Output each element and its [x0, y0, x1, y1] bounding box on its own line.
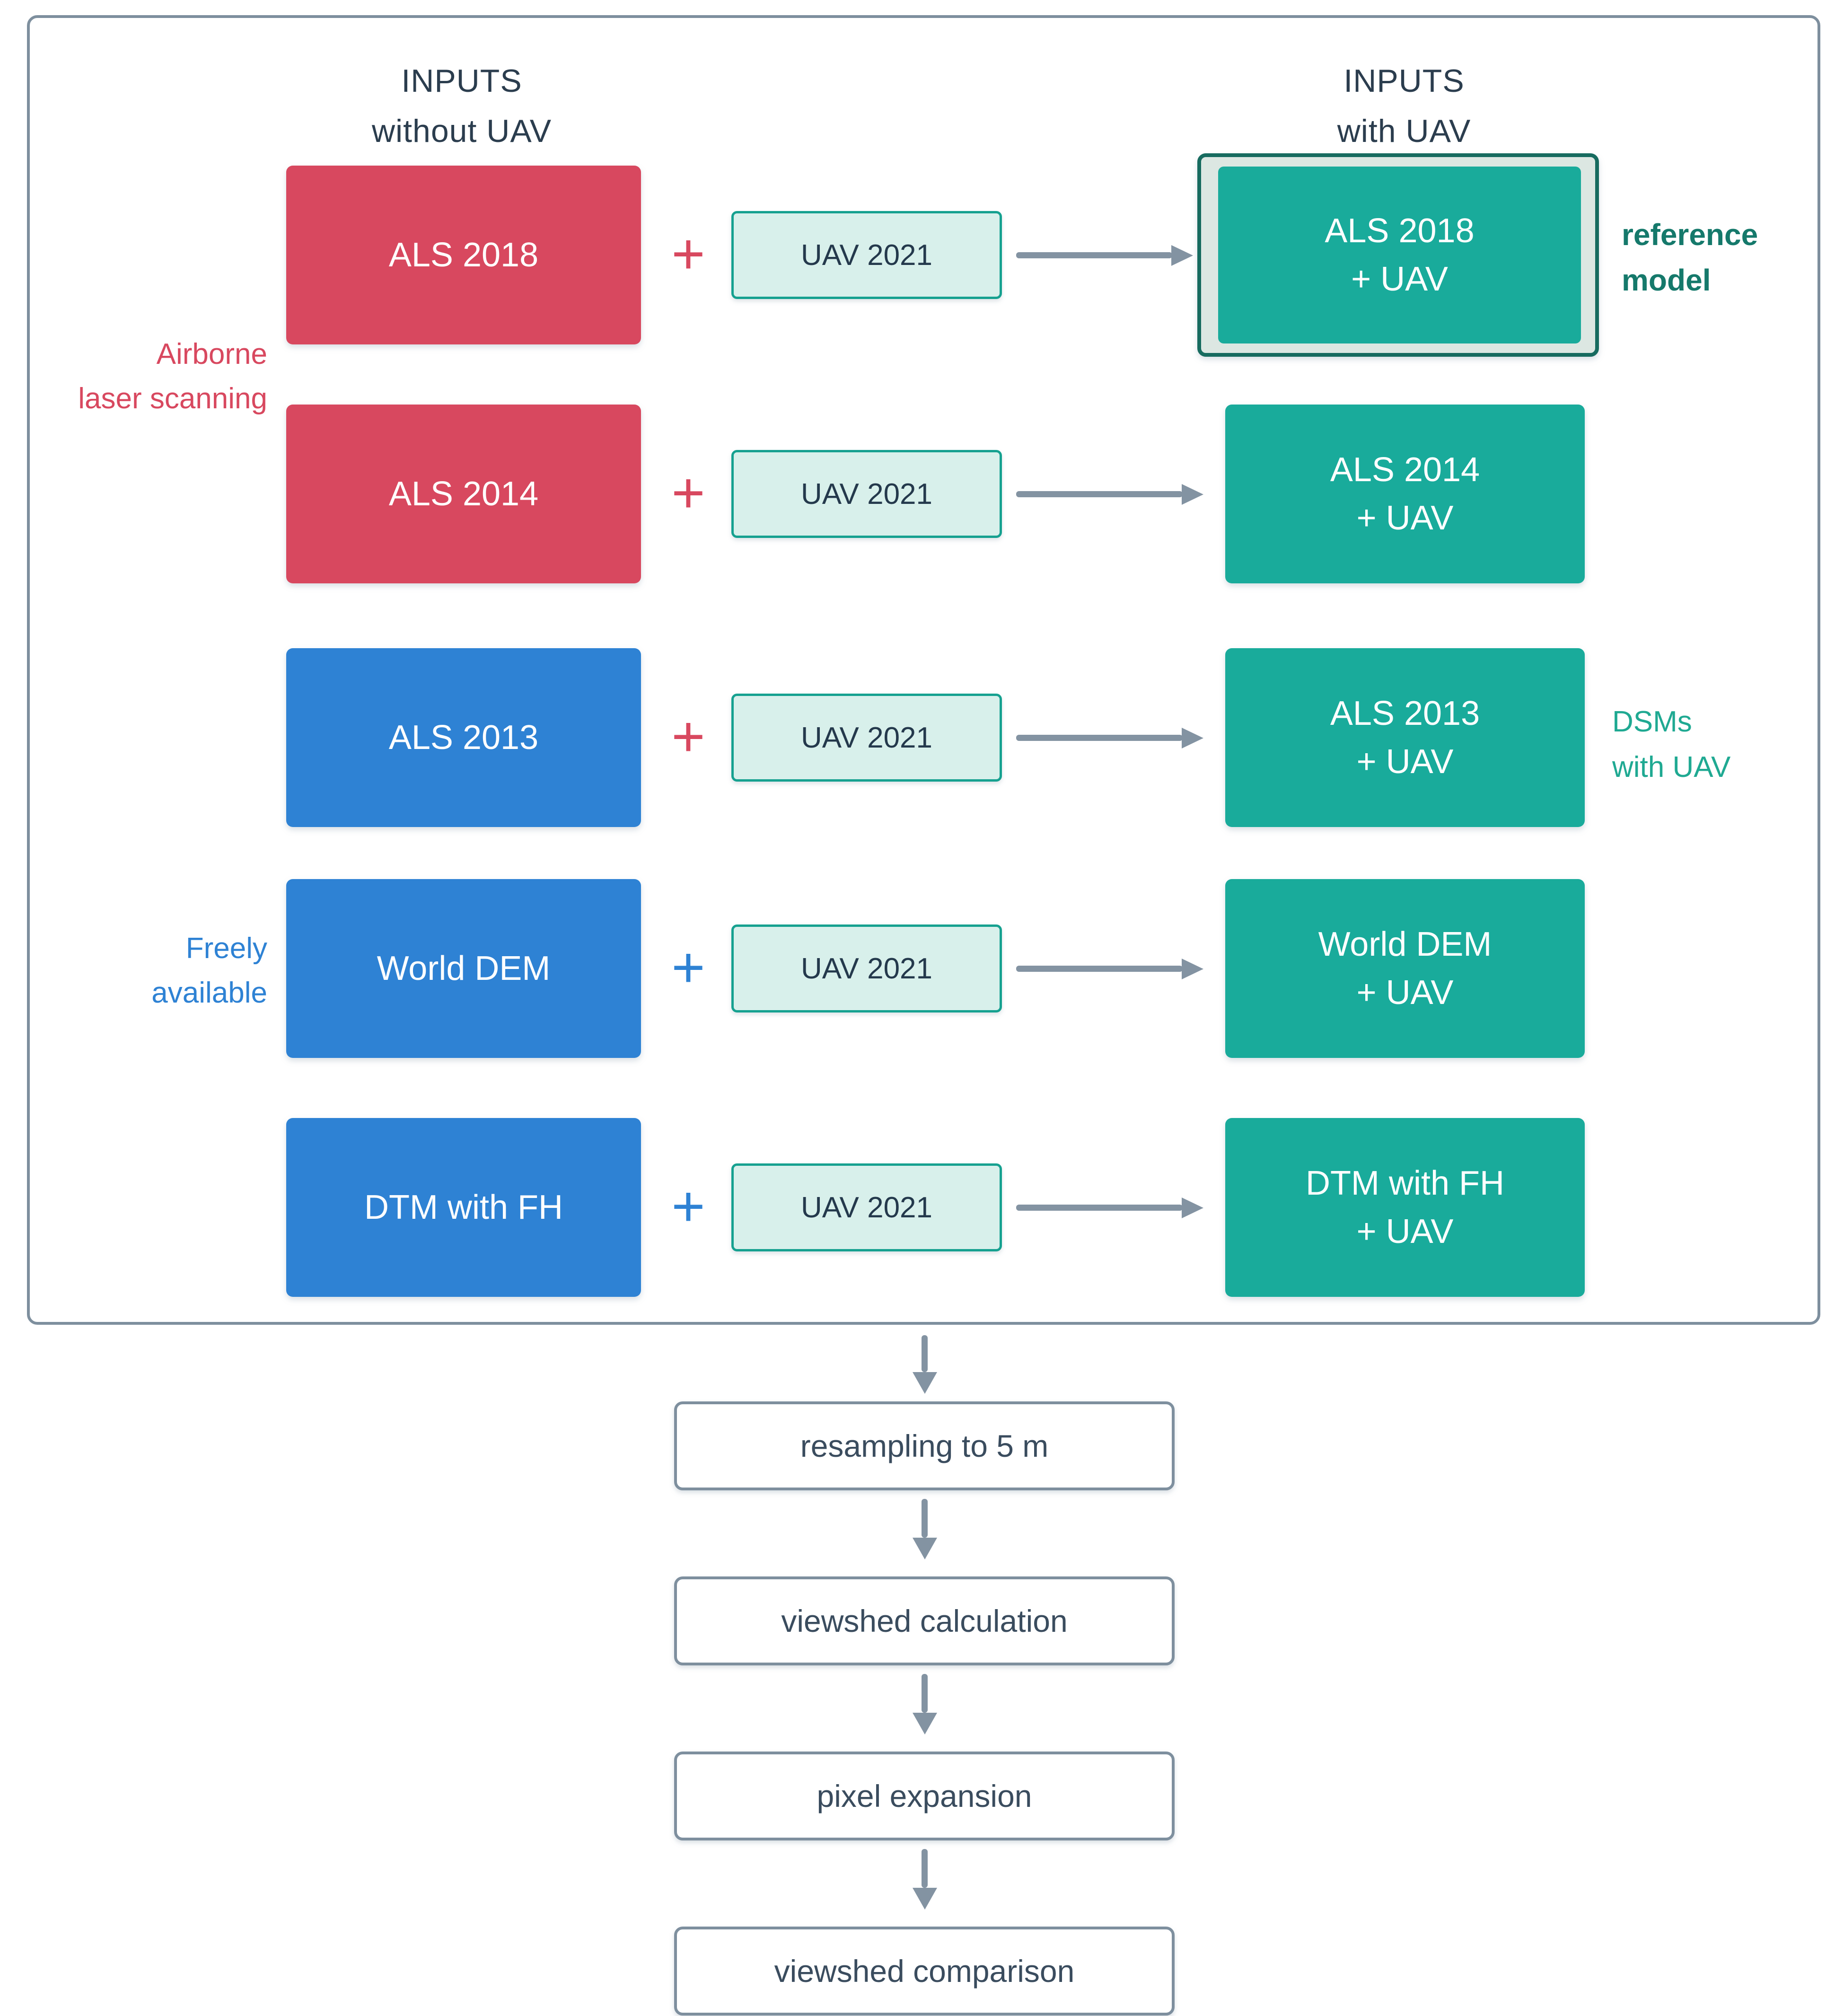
output-box: ALS 2014 + UAV: [1225, 405, 1585, 583]
plus-icon: +: [671, 704, 705, 768]
output-box-line: + UAV: [1356, 1213, 1454, 1250]
plus-icon: +: [671, 460, 705, 525]
arrow-right-head-icon: [1171, 245, 1193, 266]
uav-box-label: UAV 2021: [800, 477, 933, 511]
column-header-line: with UAV: [1337, 113, 1471, 149]
flow-row-als2014: ALS 2014 + UAV 2021 ALS 2014 + UAV: [0, 405, 1835, 583]
input-box-label: ALS 2014: [388, 475, 539, 513]
arrow-right-icon: [1016, 491, 1183, 497]
uav-box-label: UAV 2021: [800, 952, 933, 985]
arrow-right-icon: [1016, 1205, 1183, 1211]
arrow-right-icon: [1016, 735, 1183, 741]
arrow-right-icon: [1016, 252, 1172, 258]
input-box: ALS 2013: [286, 648, 641, 827]
uav-box-label: UAV 2021: [800, 1191, 933, 1224]
label-line: available: [151, 977, 267, 1009]
input-box-label: DTM with FH: [364, 1188, 563, 1226]
label-freely-available: Freely available: [31, 926, 267, 1015]
output-box-line: + UAV: [1351, 260, 1448, 298]
arrow-right-head-icon: [1182, 1197, 1203, 1218]
label-line: reference: [1622, 218, 1758, 252]
pipeline-step-pixel-expansion: pixel expansion: [674, 1752, 1175, 1840]
arrow-down-head-icon: [913, 1538, 937, 1559]
arrow-down-icon: [922, 1499, 928, 1538]
output-box-line: + UAV: [1356, 974, 1454, 1012]
label-airborne-laser-scanning: Airborne laser scanning: [31, 332, 267, 421]
output-box-line: ALS 2013: [1330, 695, 1480, 732]
pipeline-step-label: viewshed comparison: [774, 1954, 1075, 1989]
arrow-right-icon: [1016, 966, 1183, 972]
uav-box: UAV 2021: [731, 924, 1002, 1012]
uav-box: UAV 2021: [731, 694, 1002, 782]
reference-model-box: ALS 2018 + UAV: [1197, 153, 1599, 357]
input-box: World DEM: [286, 879, 641, 1058]
plus-icon: +: [671, 221, 705, 286]
arrow-down-icon: [922, 1335, 928, 1372]
output-box-line: + UAV: [1356, 499, 1454, 537]
arrow-right-head-icon: [1182, 484, 1203, 505]
label-line: model: [1622, 263, 1711, 297]
input-box: ALS 2018: [286, 166, 641, 344]
output-box-line: ALS 2018: [1325, 212, 1475, 250]
pipeline-step-label: viewshed calculation: [781, 1603, 1068, 1638]
label-line: Airborne: [156, 338, 267, 370]
pipeline-step-label: resampling to 5 m: [800, 1428, 1049, 1463]
output-box: World DEM + UAV: [1225, 879, 1585, 1058]
plus-icon: +: [671, 1174, 705, 1238]
uav-box: UAV 2021: [731, 1163, 1002, 1251]
arrow-down-head-icon: [913, 1372, 937, 1394]
input-box-label: ALS 2018: [388, 236, 539, 274]
label-line: DSMs: [1612, 705, 1692, 738]
input-box-label: ALS 2013: [388, 719, 539, 757]
pipeline-step-label: pixel expansion: [817, 1778, 1032, 1814]
uav-box: UAV 2021: [731, 450, 1002, 538]
label-line: Freely: [185, 932, 267, 965]
output-box: ALS 2018 + UAV: [1218, 167, 1581, 343]
label-line: with UAV: [1612, 751, 1731, 784]
arrow-right-head-icon: [1182, 728, 1203, 748]
arrow-right-head-icon: [1182, 959, 1203, 979]
column-header-line: INPUTS: [401, 63, 522, 99]
flow-row-dtm: DTM with FH + UAV 2021 DTM with FH + UAV: [0, 1118, 1835, 1297]
pipeline-step-viewshed-calculation: viewshed calculation: [674, 1576, 1175, 1665]
flow-row-worlddem: World DEM + UAV 2021 World DEM + UAV: [0, 879, 1835, 1058]
output-box-line: ALS 2014: [1330, 451, 1480, 489]
flow-row-als2018: ALS 2018 + UAV 2021 ALS 2018 + UAV: [0, 153, 1835, 357]
arrow-down-head-icon: [913, 1713, 937, 1734]
column-header-line: INPUTS: [1343, 63, 1465, 99]
pipeline-step-resampling: resampling to 5 m: [674, 1401, 1175, 1490]
column-header-line: without UAV: [371, 113, 552, 149]
output-box: DTM with FH + UAV: [1225, 1118, 1585, 1297]
output-box-line: World DEM: [1318, 925, 1492, 963]
pipeline-step-viewshed-comparison: viewshed comparison: [674, 1927, 1175, 2016]
arrow-down-icon: [922, 1849, 928, 1888]
arrow-down-head-icon: [913, 1888, 937, 1910]
uav-box-label: UAV 2021: [800, 238, 933, 272]
plus-icon: +: [671, 935, 705, 999]
flow-row-als2013: ALS 2013 + UAV 2021 ALS 2013 + UAV: [0, 648, 1835, 827]
input-box-label: World DEM: [377, 950, 551, 987]
column-header-with-uav: INPUTS with UAV: [1168, 56, 1641, 156]
output-box-line: + UAV: [1356, 743, 1454, 781]
uav-box-label: UAV 2021: [800, 721, 933, 754]
label-dsms-with-uav: DSMs with UAV: [1612, 699, 1830, 790]
label-line: laser scanning: [78, 382, 267, 415]
label-reference-model: reference model: [1622, 212, 1830, 303]
uav-box: UAV 2021: [731, 211, 1002, 299]
output-box-line: DTM with FH: [1306, 1164, 1504, 1202]
output-box: ALS 2013 + UAV: [1225, 648, 1585, 827]
input-box: ALS 2014: [286, 405, 641, 583]
arrow-down-icon: [922, 1674, 928, 1713]
column-header-without-uav: INPUTS without UAV: [225, 56, 698, 156]
input-box: DTM with FH: [286, 1118, 641, 1297]
